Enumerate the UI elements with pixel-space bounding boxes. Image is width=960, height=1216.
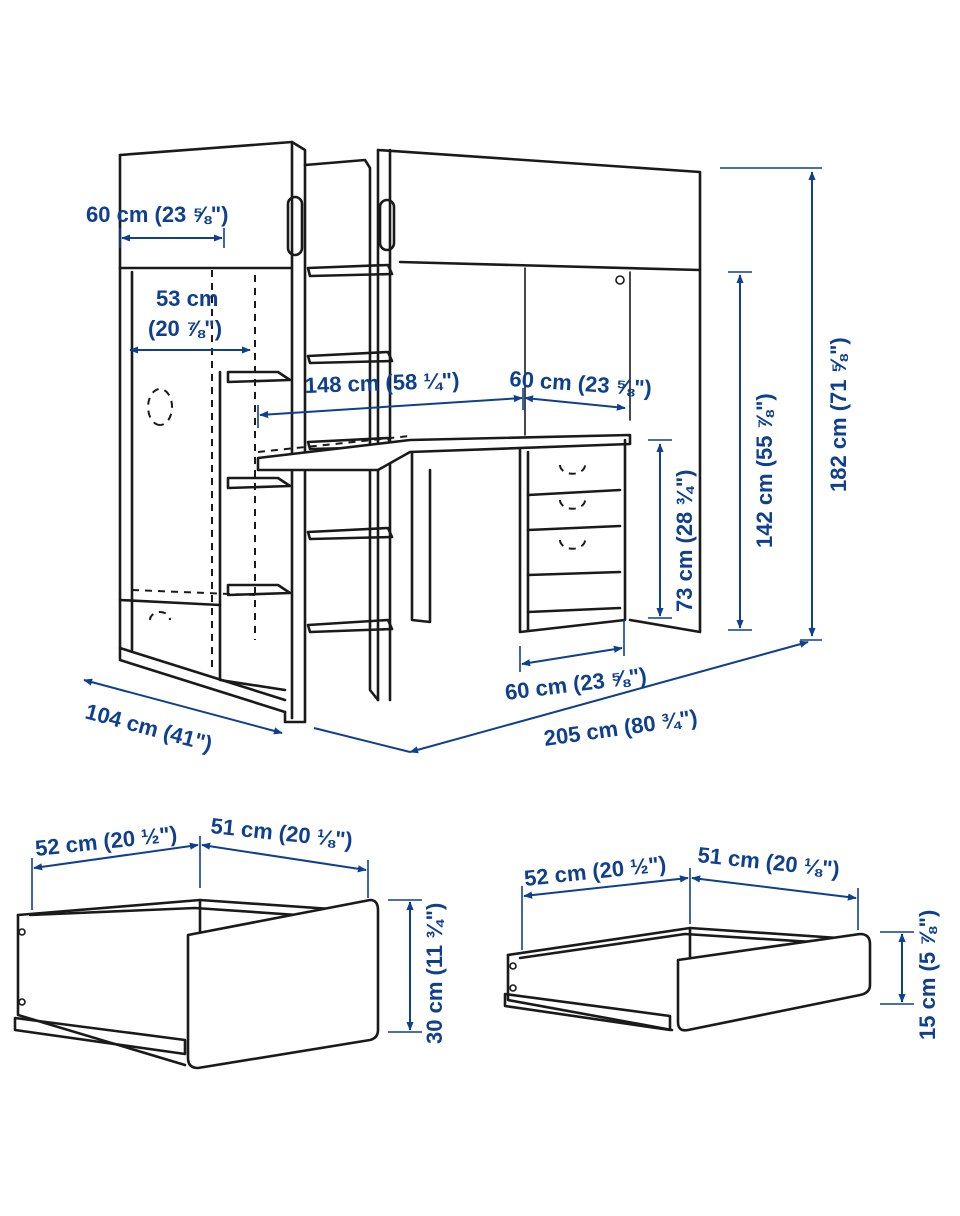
- label-small-drawer-width: 51 cm (20 ⅛"): [696, 842, 840, 882]
- label-total-depth: 104 cm (41"): [83, 699, 215, 757]
- label-inner-width-inches: (20 ⅞"): [148, 316, 222, 341]
- label-under-bed-width: 148 cm (58 ¼"): [304, 368, 460, 398]
- label-small-drawer-height: 15 cm (5 ⅞"): [915, 910, 940, 1040]
- dim-desk-unit-width: 60 cm (23 ⅝"): [509, 366, 653, 411]
- dim-desk-height: 73 cm (28 ¾"): [648, 439, 697, 619]
- label-large-drawer-width: 51 cm (20 ⅛"): [209, 813, 353, 853]
- dim-total-depth: 104 cm (41"): [83, 678, 283, 757]
- label-desk-unit-width: 60 cm (23 ⅝"): [509, 366, 653, 401]
- dim-total-height: 182 cm (71 ⅝"): [720, 167, 851, 641]
- dim-small-drawer-width: 51 cm (20 ⅛"): [691, 842, 859, 930]
- dim-large-drawer-height: 30 cm (11 ¾"): [388, 899, 447, 1044]
- label-desk-height: 73 cm (28 ¾"): [672, 469, 697, 612]
- label-total-length: 205 cm (80 ¾"): [542, 705, 699, 751]
- label-top-panel-width: 60 cm (23 ⅝"): [86, 202, 229, 227]
- label-desk-depth: 60 cm (23 ⅝"): [504, 663, 649, 705]
- label-total-height: 182 cm (71 ⅝"): [826, 337, 851, 492]
- dim-top-panel-width: 60 cm (23 ⅝"): [86, 202, 229, 248]
- loft-bed-drawing: [118, 140, 702, 724]
- large-drawer-drawing: [13, 898, 380, 1070]
- label-under-bed-height: 142 cm (55 ⅞"): [752, 393, 777, 548]
- dim-under-bed-width: 148 cm (58 ¼"): [257, 368, 523, 428]
- dim-small-drawer-depth: 52 cm (20 ½"): [521, 851, 691, 950]
- dim-under-bed-height: 142 cm (55 ⅞"): [728, 271, 777, 631]
- label-large-drawer-depth: 52 cm (20 ½"): [34, 821, 178, 861]
- small-drawer-drawing: [503, 926, 872, 1032]
- dim-small-drawer-height: 15 cm (5 ⅞"): [880, 910, 940, 1040]
- label-small-drawer-depth: 52 cm (20 ½"): [523, 851, 667, 891]
- dim-large-drawer-depth: 52 cm (20 ½"): [31, 821, 201, 910]
- label-large-drawer-height: 30 cm (11 ¾"): [422, 903, 447, 1044]
- dim-inner-width: 53 cm (20 ⅞"): [129, 286, 251, 354]
- dim-large-drawer-width: 51 cm (20 ⅛"): [201, 813, 369, 898]
- label-inner-width: 53 cm: [156, 286, 218, 311]
